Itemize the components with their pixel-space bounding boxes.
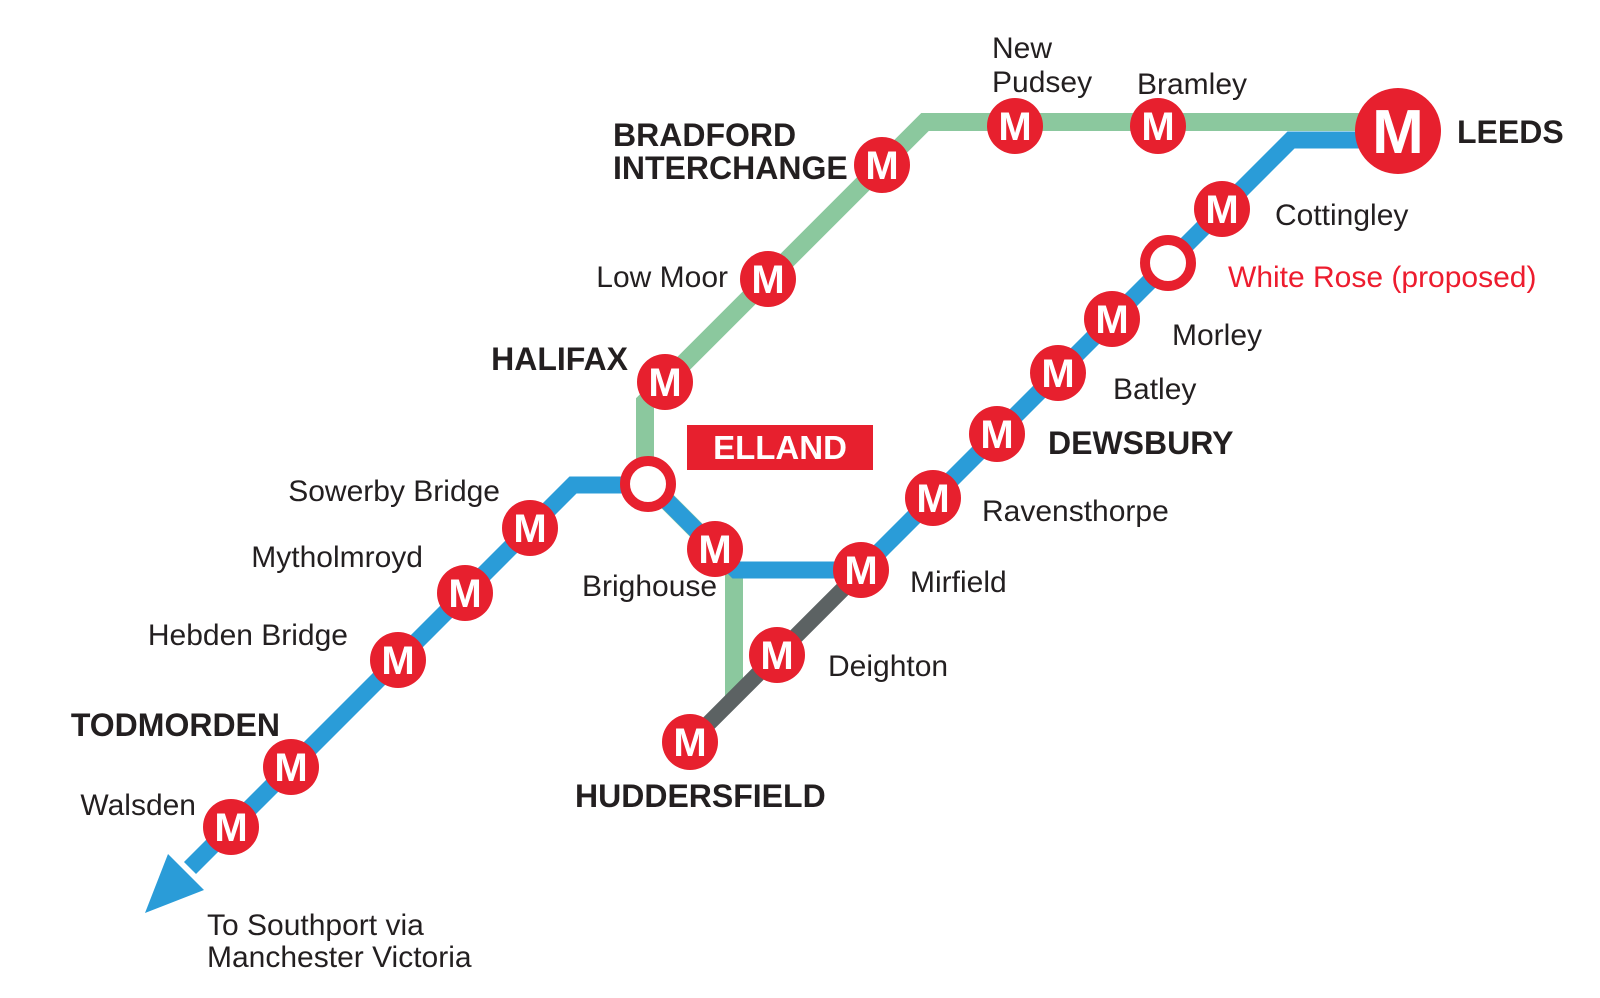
metro-m-icon: M [1372, 98, 1424, 167]
metro-m-icon: M [751, 258, 784, 302]
metro-m-icon: M [998, 105, 1031, 149]
metro-m-icon: M [648, 361, 681, 405]
station-walsden: M Walsden [80, 789, 259, 855]
line-continuation-arrowhead [145, 854, 204, 913]
station-cottingley-label: Cottingley [1275, 199, 1408, 232]
metro-m-icon: M [1205, 188, 1238, 232]
station-hebden-bridge-marker [370, 632, 426, 688]
metro-m-icon: M [980, 413, 1013, 457]
station-elland-namebox: ELLAND [687, 425, 873, 470]
station-deighton-marker [749, 627, 805, 683]
station-huddersfield-marker [662, 714, 718, 770]
station-elland-label: ELLAND [713, 429, 847, 466]
metro-m-icon: M [760, 634, 793, 678]
station-leeds-marker [1355, 88, 1441, 174]
station-huddersfield-label: HUDDERSFIELD [575, 778, 826, 814]
station-morley-label: Morley [1172, 319, 1262, 352]
metro-m-icon: M [274, 746, 307, 790]
metro-m-icon: M [513, 507, 546, 551]
metro-m-icon: M [698, 528, 731, 572]
station-halifax-label: HALIFAX [491, 341, 629, 377]
blue-line-calder-valley [183, 131, 1398, 875]
station-halifax: M HALIFAX [491, 341, 693, 410]
station-ravensthorpe-marker [905, 470, 961, 526]
station-dewsbury-label: DEWSBURY [1048, 425, 1233, 461]
station-low-moor: M Low Moor [596, 251, 796, 307]
metro-m-icon: M [381, 639, 414, 683]
metro-m-icon: M [1141, 105, 1174, 149]
station-todmorden: M TODMORDEN [71, 707, 319, 795]
station-new-pudsey-label-line1: New [992, 32, 1052, 65]
station-new-pudsey-label-line2: Pudsey [992, 66, 1092, 99]
station-hebden-bridge: M Hebden Bridge [148, 619, 426, 688]
station-cottingley: M Cottingley [1194, 181, 1408, 237]
station-low-moor-marker [740, 251, 796, 307]
elland-box [687, 425, 873, 470]
station-hebden-bridge-label: Hebden Bridge [148, 619, 348, 652]
station-morley: M Morley [1084, 291, 1262, 352]
station-mytholmroyd-label: Mytholmroyd [251, 541, 423, 574]
continuation-label-line1: To Southport via [207, 909, 424, 942]
station-sowerby-bridge-label: Sowerby Bridge [288, 475, 500, 508]
station-mytholmroyd-marker [437, 565, 493, 621]
continuation-label-line2: Manchester Victoria [207, 941, 472, 974]
station-new-pudsey-marker [987, 98, 1043, 154]
station-walsden-label: Walsden [80, 789, 196, 822]
station-dewsbury: M DEWSBURY [969, 406, 1233, 462]
station-halifax-marker [637, 354, 693, 410]
station-batley: M Batley [1030, 345, 1196, 406]
station-walsden-marker [203, 799, 259, 855]
metro-m-icon: M [214, 806, 247, 850]
station-bradford-interchange-marker [854, 137, 910, 193]
station-bramley-marker [1130, 98, 1186, 154]
station-low-moor-label: Low Moor [596, 261, 728, 294]
metro-m-icon: M [1095, 298, 1128, 342]
station-deighton-label: Deighton [828, 650, 948, 683]
station-white-rose-marker-proposed [1140, 235, 1196, 291]
station-brighouse-label: Brighouse [582, 570, 717, 603]
metro-m-icon: M [844, 549, 877, 593]
station-mirfield-label: Mirfield [910, 566, 1007, 599]
station-bramley-label: Bramley [1137, 68, 1247, 101]
station-mytholmroyd: M Mytholmroyd [251, 541, 493, 621]
metro-m-icon: M [673, 721, 706, 765]
station-new-pudsey: M New Pudsey [987, 32, 1092, 154]
station-deighton: M Deighton [749, 627, 948, 683]
station-ravensthorpe-label: Ravensthorpe [982, 495, 1169, 528]
station-leeds-label: LEEDS [1457, 114, 1564, 150]
station-sowerby-bridge: M Sowerby Bridge [288, 475, 558, 556]
station-huddersfield: M HUDDERSFIELD [575, 714, 826, 814]
station-elland-marker-proposed [620, 456, 676, 512]
continuation-annotation: To Southport via Manchester Victoria [207, 909, 472, 974]
metro-m-icon: M [1041, 352, 1074, 396]
station-sowerby-bridge-marker [502, 500, 558, 556]
metro-m-icon: M [916, 477, 949, 521]
station-mirfield: M Mirfield [833, 542, 1007, 599]
station-bramley: M Bramley [1130, 68, 1247, 154]
metro-m-icon: M [448, 572, 481, 616]
station-todmorden-label: TODMORDEN [71, 707, 280, 743]
station-brighouse: M Brighouse [582, 521, 743, 603]
station-mirfield-marker [833, 542, 889, 598]
station-white-rose: White Rose (proposed) [1140, 235, 1536, 294]
station-brighouse-marker [687, 521, 743, 577]
station-bradford-interchange-label-line1: BRADFORD [613, 117, 796, 153]
station-white-rose-label: White Rose (proposed) [1228, 261, 1536, 294]
station-leeds: M LEEDS [1355, 88, 1564, 174]
station-cottingley-marker [1194, 181, 1250, 237]
station-todmorden-marker [263, 739, 319, 795]
station-ravensthorpe: M Ravensthorpe [905, 470, 1169, 528]
station-batley-label: Batley [1113, 373, 1196, 406]
station-batley-marker [1030, 345, 1086, 401]
station-morley-marker [1084, 291, 1140, 347]
station-bradford-interchange-label-line2: INTERCHANGE [613, 150, 848, 186]
metro-m-icon: M [865, 144, 898, 188]
station-bradford-interchange: M BRADFORD INTERCHANGE [613, 117, 910, 193]
station-elland [620, 456, 676, 512]
station-dewsbury-marker [969, 406, 1025, 462]
